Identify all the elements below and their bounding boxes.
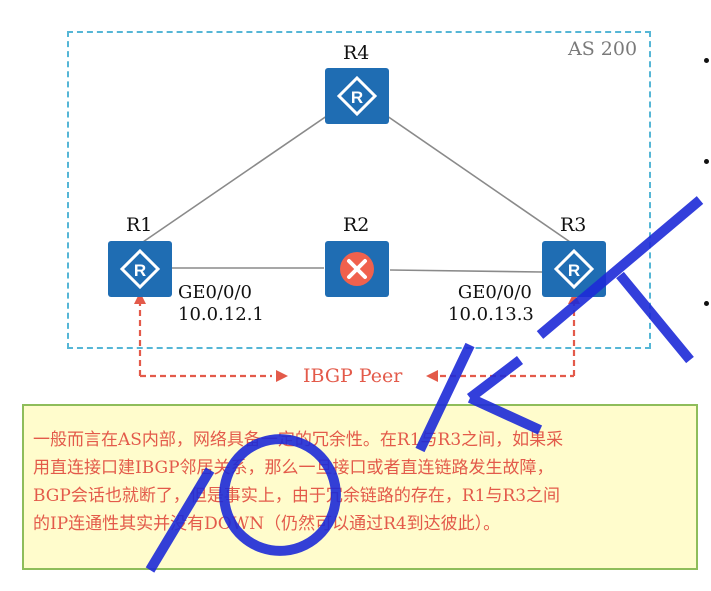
link-r4-r3 xyxy=(357,95,574,245)
router-r1: R xyxy=(108,241,172,297)
note-line: BGP会话也就断了，但是事实上，由于冗余链路的存在，R1与R3之间 xyxy=(33,486,561,506)
fault-x-icon xyxy=(340,252,374,286)
as-200-boundary xyxy=(67,31,651,349)
note-line: 用直连接口建IBGP邻居关系，那么一旦接口或者直连链路发生故障， xyxy=(33,458,554,478)
router-r4: R xyxy=(325,68,389,124)
svg-text:R: R xyxy=(568,261,580,280)
r3-port: GE0/0/0 xyxy=(457,282,532,303)
r3-ip: 10.0.13.3 xyxy=(448,304,534,325)
r2-label: R2 xyxy=(343,214,370,236)
r3-label: R3 xyxy=(560,214,587,236)
r3-interface-label: GE0/0/0 10.0.13.3 xyxy=(448,282,534,326)
r1-interface-label: GE0/0/0 10.0.12.1 xyxy=(178,282,264,326)
r1-port: GE0/0/0 xyxy=(178,282,253,303)
note-line: 的IP连通性其实并没有DOWN（仍然可以通过R4到达彼此）。 xyxy=(33,514,501,534)
router-r3: R xyxy=(542,241,606,297)
r1-label: R1 xyxy=(126,214,153,236)
svg-text:R: R xyxy=(351,88,363,107)
explanation-note: 一般而言在AS内部，网络具备一定的冗余性。在R1与R3之间，如果采 用直连接口建… xyxy=(22,404,698,570)
svg-text:R: R xyxy=(134,261,146,280)
r1-ip: 10.0.12.1 xyxy=(178,304,264,325)
router-r2 xyxy=(325,241,389,297)
bullet-dot xyxy=(704,301,709,306)
link-r1-r4 xyxy=(139,95,357,245)
bullet-dot xyxy=(704,58,709,63)
note-line: 一般而言在AS内部，网络具备一定的冗余性。在R1与R3之间，如果采 xyxy=(33,430,564,450)
link-r2-r3 xyxy=(389,269,543,273)
router-icon: R xyxy=(336,76,378,116)
as-label: AS 200 xyxy=(568,38,638,60)
router-icon: R xyxy=(553,249,595,289)
bullet-dot xyxy=(704,159,709,164)
r4-label: R4 xyxy=(343,42,370,64)
ibgp-peer-label: IBGP Peer xyxy=(303,365,403,387)
note-text: 一般而言在AS内部，网络具备一定的冗余性。在R1与R3之间，如果采 用直连接口建… xyxy=(33,426,693,538)
router-icon: R xyxy=(119,249,161,289)
